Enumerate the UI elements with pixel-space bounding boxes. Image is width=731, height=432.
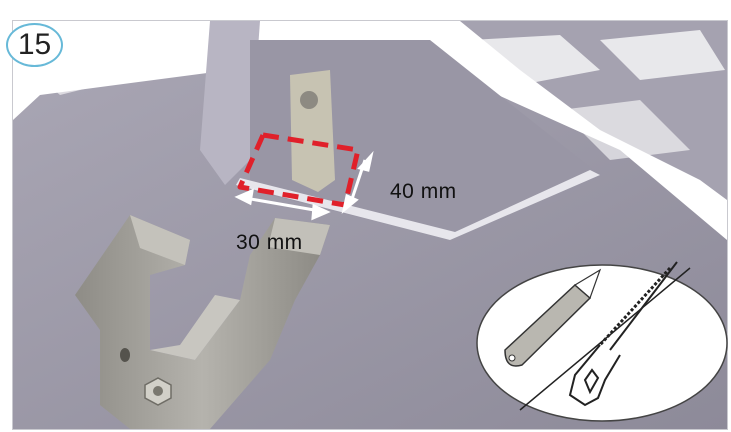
step-number-badge: 15	[6, 23, 63, 67]
support-bracket	[75, 215, 330, 429]
mounting-tab	[290, 70, 335, 192]
bracket-arm-face	[268, 218, 330, 255]
bracket-hole	[120, 348, 130, 362]
lattice-opening	[560, 100, 690, 160]
cavity-panel	[250, 40, 600, 240]
lattice-opening	[470, 35, 600, 85]
hacksaw-icon	[568, 261, 678, 407]
tools-inset	[476, 261, 728, 422]
height-dimension-label: 40 mm	[390, 180, 457, 203]
height-dimension-arrow	[341, 150, 374, 214]
tab-bolt-icon	[300, 91, 318, 109]
lattice-opening	[600, 30, 725, 80]
illustration-frame	[12, 20, 728, 430]
frame-leg	[200, 21, 260, 185]
panel-edge-highlight	[236, 170, 600, 240]
width-dimension-label: 30 mm	[236, 231, 303, 254]
utility-knife-icon	[504, 268, 602, 367]
bracket-inner-face	[150, 295, 240, 360]
bracket-top-face	[130, 215, 190, 265]
width-dimension-arrow	[234, 188, 331, 221]
